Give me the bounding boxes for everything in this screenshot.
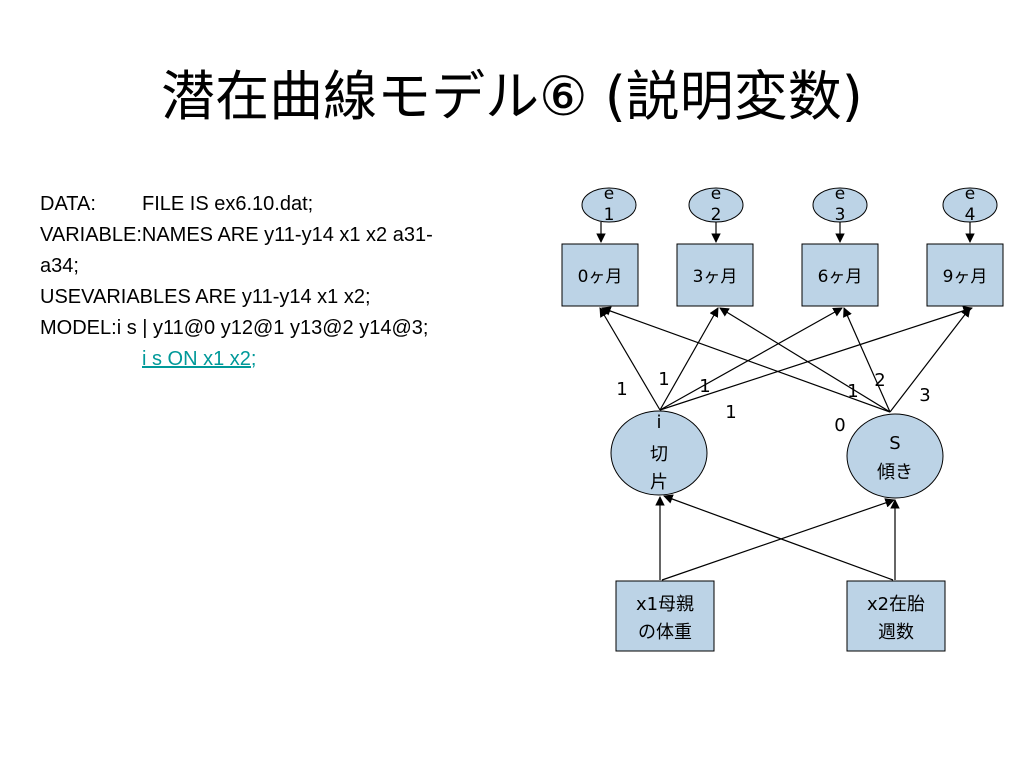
loading-i-to-9: 1 <box>725 402 736 423</box>
model-keyword: MODEL: <box>40 317 117 339</box>
s-to-3-arrow <box>719 307 891 413</box>
observed-variables: 0ヶ月 3ヶ月 6ヶ月 9ヶ月 <box>561 243 1004 307</box>
error-e2-index: 2 <box>711 205 722 225</box>
model-line: MODEL:i s | y11@0 y12@1 y13@2 y14@3; <box>40 314 428 343</box>
i-to-6-arrow <box>659 307 843 411</box>
latent-intercept-label-2: 片 <box>650 472 668 493</box>
x2-to-i-arrow <box>663 494 894 581</box>
observed-0-month: 0ヶ月 <box>561 243 639 307</box>
loading-i-to-6: 1 <box>699 376 710 397</box>
error-e2-letter: e <box>711 184 721 204</box>
slope-loading-arrows <box>601 306 971 413</box>
covariate-x1-line1: x1母親 <box>636 594 694 615</box>
loading-s-to-3: 1 <box>847 381 858 402</box>
usevariables-line: USEVARIABLES ARE y11-y14 x1 x2; <box>40 286 371 308</box>
observed-9-month-label: 9ヶ月 <box>943 267 988 287</box>
error-e3-letter: e <box>835 184 845 204</box>
variable-line-2: a34; <box>40 255 79 277</box>
loading-s-to-9: 3 <box>919 385 930 406</box>
i-to-9-arrow <box>659 306 973 411</box>
observed-6-month: 6ヶ月 <box>801 243 879 307</box>
error-terms: e 1 e 2 e 3 e 4 <box>581 184 998 225</box>
loading-labels: 1 1 1 1 0 1 2 3 <box>616 369 930 436</box>
covariate-x1-line2: の体重 <box>638 622 692 643</box>
latent-intercept: i 切 片 <box>610 410 708 496</box>
data-keyword: DATA: <box>40 193 96 215</box>
covariate-x2-line2: 週数 <box>878 622 914 643</box>
covariate-x1: x1母親 の体重 <box>615 580 715 652</box>
model-on-line: i s ON x1 x2; <box>142 345 256 374</box>
covariates: x1母親 の体重 x2在胎 週数 <box>615 580 946 652</box>
covariate-x2: x2在胎 週数 <box>846 580 946 652</box>
slide-title: 潜在曲線モデル⑥ (説明変数) <box>161 65 863 128</box>
s-to-6-arrow <box>843 307 891 413</box>
loading-s-to-0: 0 <box>834 415 845 436</box>
error-e1-letter: e <box>604 184 614 204</box>
latent-intercept-label-1: 切 <box>650 444 668 465</box>
latent-intercept-symbol: i <box>656 412 661 433</box>
data-line: DATA: FILE IS ex6.10.dat; <box>40 190 313 219</box>
error-e4-letter: e <box>965 184 975 204</box>
latent-slope-label: 傾き <box>877 462 913 483</box>
observed-9-month: 9ヶ月 <box>926 243 1004 307</box>
s-to-0-arrow <box>601 306 891 413</box>
covariate-arrows <box>655 494 900 581</box>
error-e3: e 3 <box>812 184 868 225</box>
observed-3-month: 3ヶ月 <box>676 243 754 307</box>
observed-3-month-label: 3ヶ月 <box>693 267 738 287</box>
loading-i-to-3: 1 <box>658 369 669 390</box>
error-e1: e 1 <box>581 184 637 225</box>
error-e1-index: 1 <box>604 205 615 225</box>
error-e4-index: 4 <box>965 205 976 225</box>
latent-slope-symbol: S <box>889 433 900 454</box>
observed-6-month-label: 6ヶ月 <box>818 267 863 287</box>
error-e4: e 4 <box>942 184 998 225</box>
i-to-3-arrow <box>659 307 719 411</box>
observed-0-month-label: 0ヶ月 <box>578 267 623 287</box>
i-to-0-arrow <box>599 307 661 411</box>
covariate-x2-line1: x2在胎 <box>867 594 925 615</box>
model-on-link[interactable]: i s ON x1 x2; <box>142 348 257 370</box>
x1-to-s-arrow <box>661 498 895 581</box>
error-arrows <box>596 222 975 243</box>
variable-line-1: VARIABLE:NAMES ARE y11-y14 x1 x2 a31- <box>40 224 433 246</box>
intercept-loading-arrows <box>599 306 973 411</box>
latent-slope: S 傾き <box>846 413 944 499</box>
error-e3-index: 3 <box>835 205 846 225</box>
loading-i-to-0: 1 <box>616 379 627 400</box>
s-to-9-arrow <box>889 307 971 413</box>
model-value: i s | y11@0 y12@1 y13@2 y14@3; <box>116 317 429 339</box>
loading-s-to-6: 2 <box>874 370 885 391</box>
data-value: FILE IS ex6.10.dat; <box>142 193 314 215</box>
error-e2: e 2 <box>688 184 744 225</box>
